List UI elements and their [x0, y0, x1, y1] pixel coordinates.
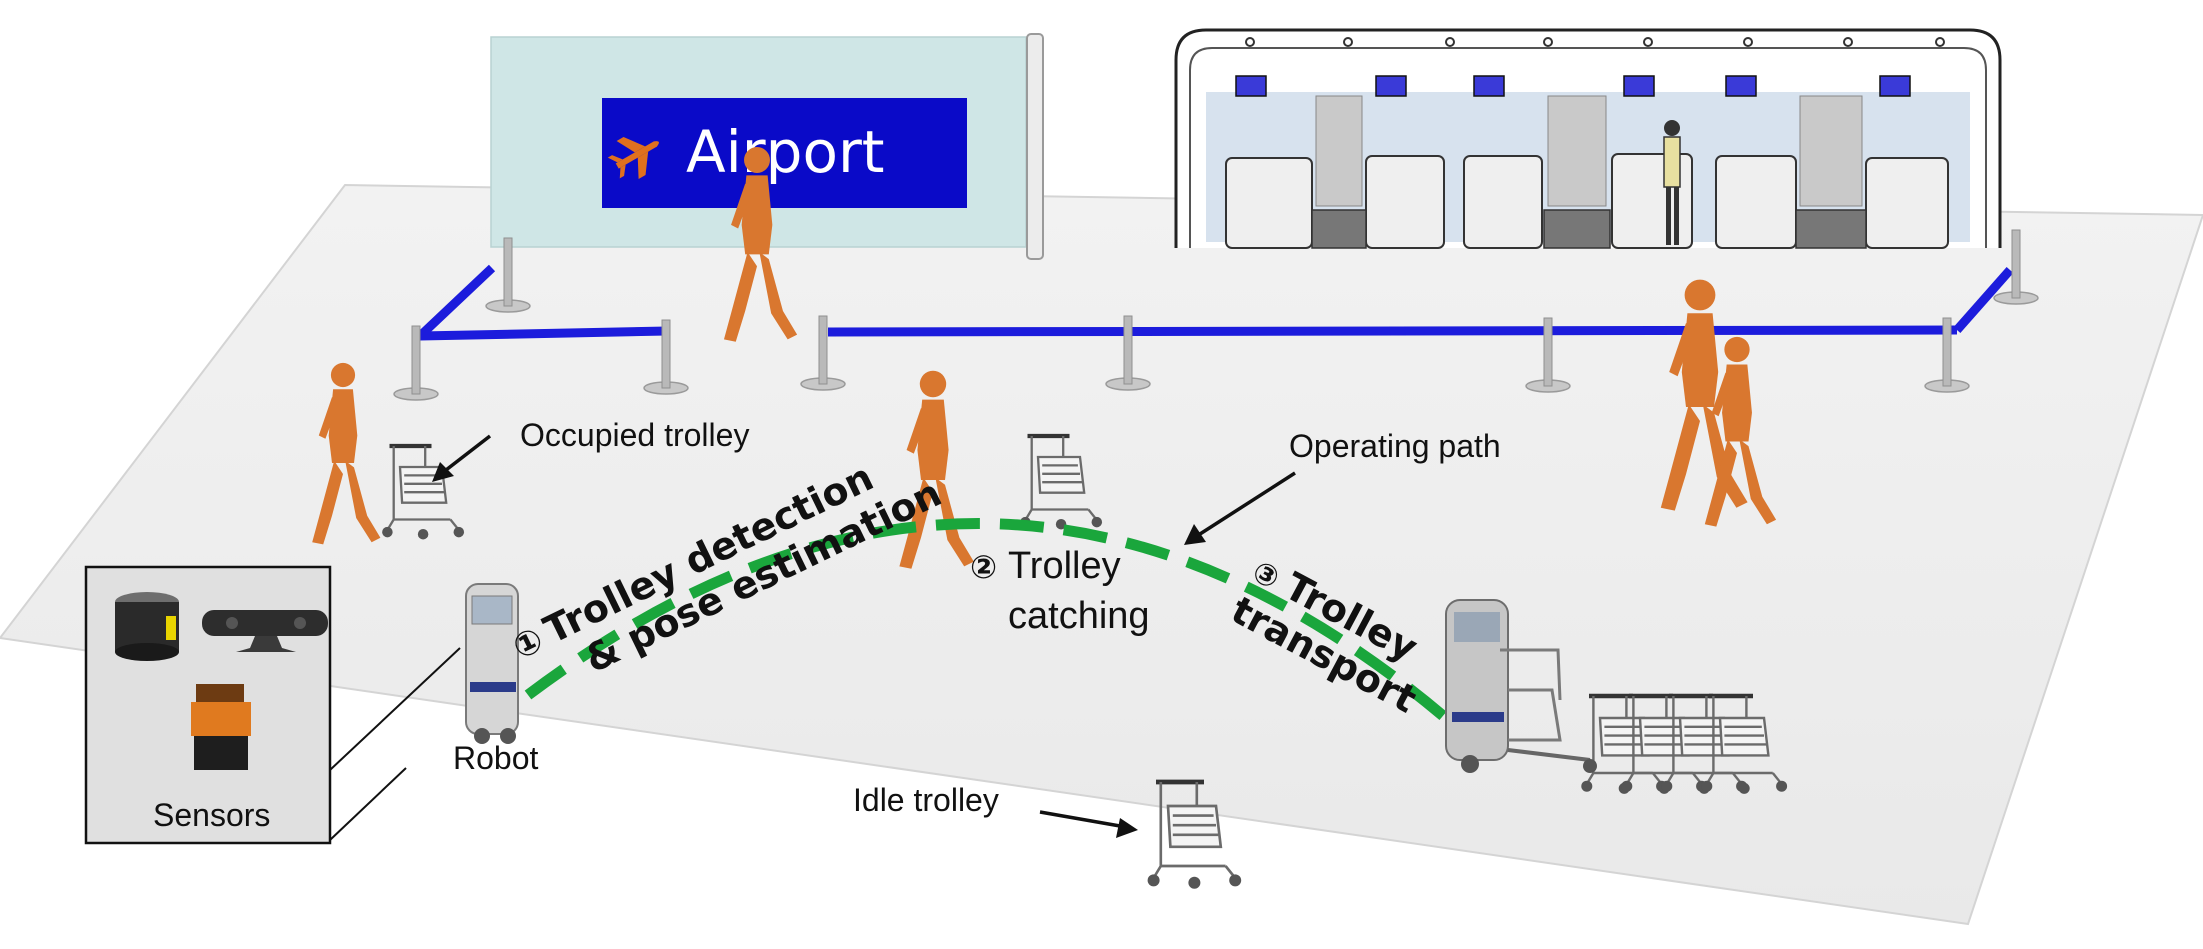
lidar-icon — [115, 592, 179, 661]
queue-barriers — [393, 229, 2039, 401]
step-2-marker: ② — [970, 548, 997, 586]
sign-post — [1026, 33, 1044, 260]
idle-trolley-label: Idle trolley — [853, 782, 999, 818]
robot — [465, 583, 519, 744]
step-2-line2: catching — [1008, 595, 1150, 637]
operating-path — [524, 518, 1452, 725]
sensors-label: Sensors — [153, 797, 270, 833]
robot-label: Robot — [453, 740, 539, 776]
sign-board — [602, 98, 967, 208]
airplane-icon — [607, 136, 659, 180]
check-in-counters — [1174, 28, 2002, 249]
sign-text: Airport — [686, 118, 885, 186]
step-2-line1: Trolley — [1008, 545, 1121, 587]
operating-path-label: Operating path — [1289, 428, 1501, 464]
laser-scanner-icon — [191, 684, 251, 770]
idle-trolley-arrow — [1039, 810, 1138, 838]
robot-transporting — [1445, 599, 1597, 773]
depth-camera-icon — [202, 610, 328, 652]
occupied-trolley-arrow — [432, 434, 492, 482]
operating-path-arrow — [1184, 471, 1296, 545]
staff-figure — [1663, 120, 1681, 245]
sensors-callout: Sensors — [84, 565, 461, 845]
airport-sign: Airport — [485, 33, 1044, 313]
occupied-trolley-label: Occupied trolley — [520, 417, 749, 453]
step-2-label: ② Trolley catching — [970, 545, 1150, 637]
